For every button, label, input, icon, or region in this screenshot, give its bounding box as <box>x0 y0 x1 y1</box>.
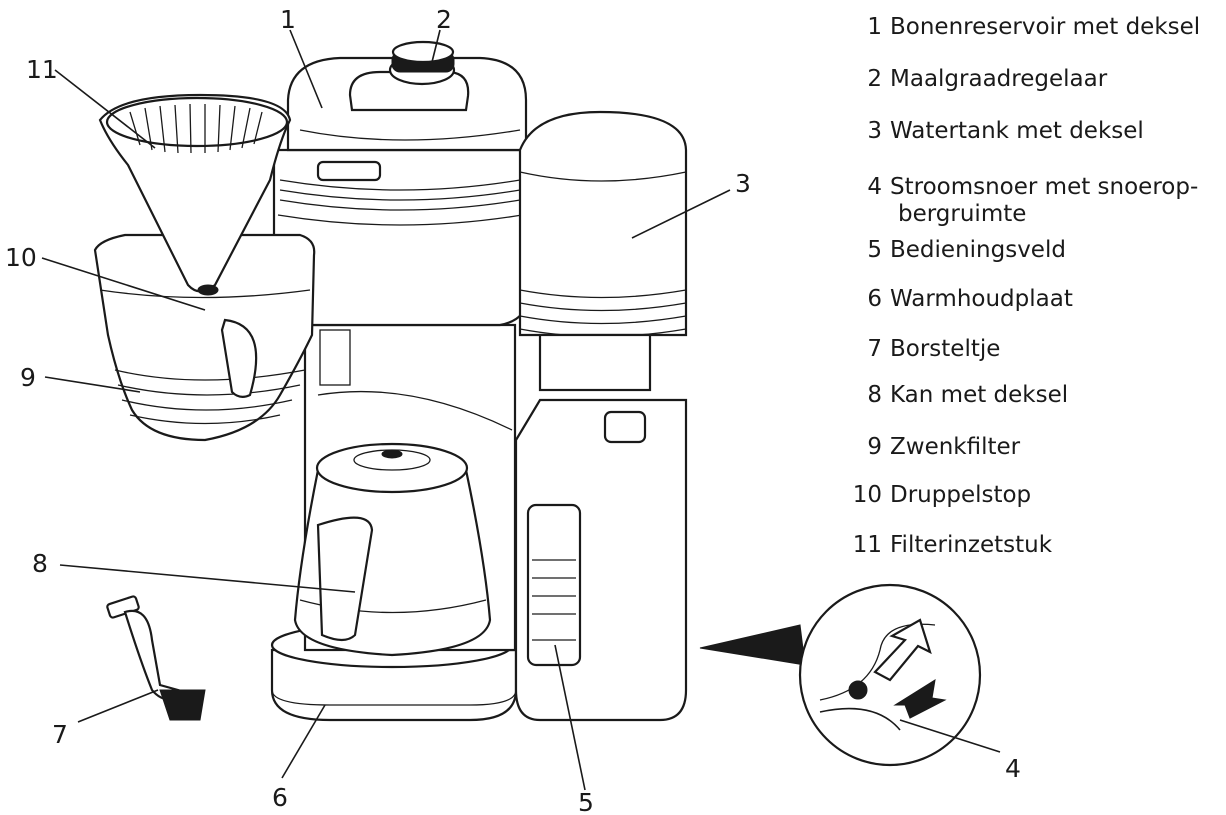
filter-insert <box>98 93 292 296</box>
callout-3: 3 <box>735 169 751 198</box>
callout-2: 2 <box>436 5 452 34</box>
legend-item-continuation: bergruimte <box>898 201 1027 227</box>
leader-lines <box>41 29 1001 791</box>
callout-8: 8 <box>32 549 48 578</box>
callout-7: 7 <box>52 720 68 749</box>
callout-10: 10 <box>5 243 37 272</box>
swing-filter <box>93 233 316 442</box>
carafe <box>293 442 492 657</box>
water-tank <box>514 110 688 722</box>
callout-1: 1 <box>280 5 296 34</box>
callout-11: 11 <box>26 55 58 84</box>
callout-9: 9 <box>20 363 36 392</box>
callout-4: 4 <box>1005 754 1021 783</box>
callout-5: 5 <box>578 788 594 815</box>
brush <box>106 595 206 721</box>
callout-labels: 1 2 3 4 5 6 7 8 9 10 11 <box>5 5 1021 815</box>
cord-detail <box>699 583 982 767</box>
callout-6: 6 <box>272 783 288 812</box>
